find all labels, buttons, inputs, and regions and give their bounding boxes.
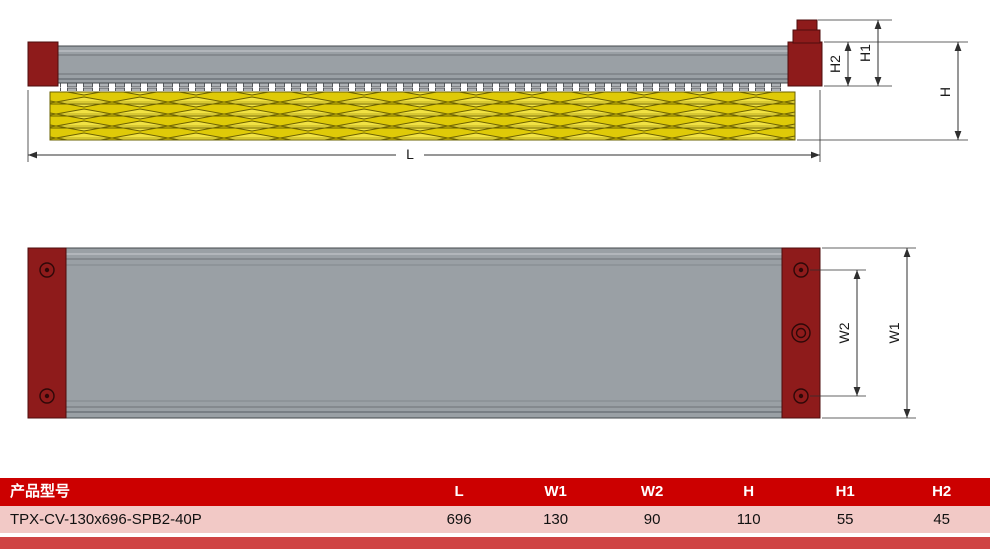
header-product-model: 产品型号 <box>10 483 71 500</box>
dimension-W1: W1 <box>822 247 916 419</box>
header-W2: W2 <box>640 483 664 500</box>
mounting-holes <box>39 262 809 404</box>
spec-table-data-row: TPX-CV-130x696-SPB2-40P 696 130 90 110 5… <box>0 506 990 533</box>
dimension-H: H <box>797 42 968 141</box>
cell-H2: 45 <box>933 511 951 528</box>
table-footer-bar <box>0 537 990 549</box>
dim-label-H1: H1 <box>857 44 873 62</box>
clamp-teeth <box>60 83 787 91</box>
air-inlet-fitting <box>792 19 821 44</box>
cell-L: 696 <box>446 511 472 528</box>
dimension-H2: H2 <box>824 41 968 87</box>
dim-label-W2: W2 <box>836 322 852 343</box>
cell-H: 110 <box>736 511 761 528</box>
header-H1: H1 <box>835 483 855 500</box>
top-view <box>27 247 821 419</box>
top-left-end-cap <box>27 247 67 419</box>
top-right-end-cap <box>781 247 821 419</box>
header-W1: W1 <box>544 483 567 500</box>
cell-W1: 130 <box>543 511 569 528</box>
left-end-cap <box>27 41 59 87</box>
cell-product-model: TPX-CV-130x696-SPB2-40P <box>10 511 202 528</box>
dim-label-L: L <box>406 146 414 162</box>
header-H: H <box>743 483 755 500</box>
body-bar <box>54 45 791 84</box>
technical-drawing: L H2 H1 H <box>27 19 968 419</box>
dimension-H1: H1 <box>818 19 892 86</box>
side-view <box>27 19 823 141</box>
spec-table-header-row: 产品型号 L W1 W2 H H1 H2 <box>0 478 990 506</box>
brush-strips <box>49 91 796 141</box>
spec-table: 产品型号 L W1 W2 H H1 H2 TPX-CV-130x696-SPB2… <box>0 478 990 549</box>
top-view-body <box>65 247 783 419</box>
dimension-W2: W2 <box>810 269 866 397</box>
dim-label-W1: W1 <box>886 322 902 343</box>
dim-label-H: H <box>937 87 953 97</box>
header-L: L <box>454 483 464 500</box>
right-end-cap <box>787 41 823 87</box>
inlet-hole <box>791 323 811 343</box>
dimension-L: L <box>27 90 821 163</box>
header-H2: H2 <box>932 483 952 500</box>
cell-W2: 90 <box>643 511 661 528</box>
cell-H1: 55 <box>836 511 854 528</box>
dim-label-H2: H2 <box>827 55 843 73</box>
